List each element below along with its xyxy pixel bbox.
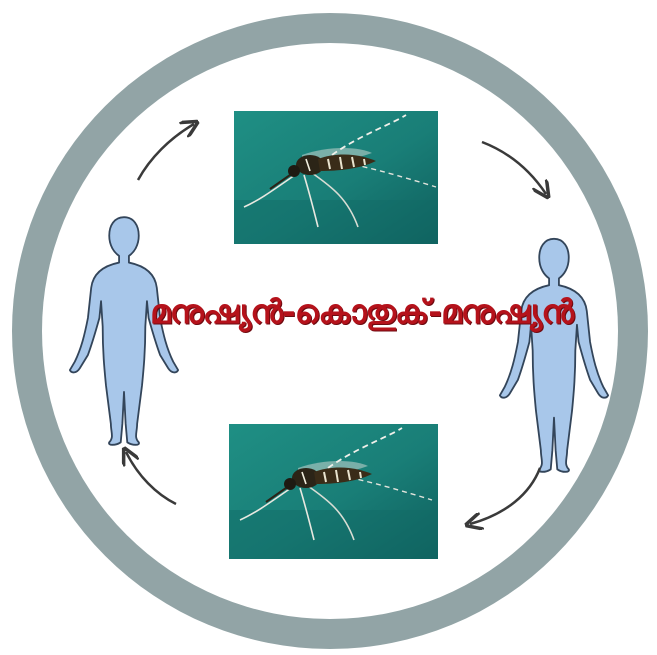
mosquito-photo-top xyxy=(234,111,438,244)
mosquito-photo-bottom xyxy=(229,424,438,559)
diagram-title: മനുഷ്യൻ-കൊതുക്-മനുഷ്യൻ xyxy=(150,290,507,334)
